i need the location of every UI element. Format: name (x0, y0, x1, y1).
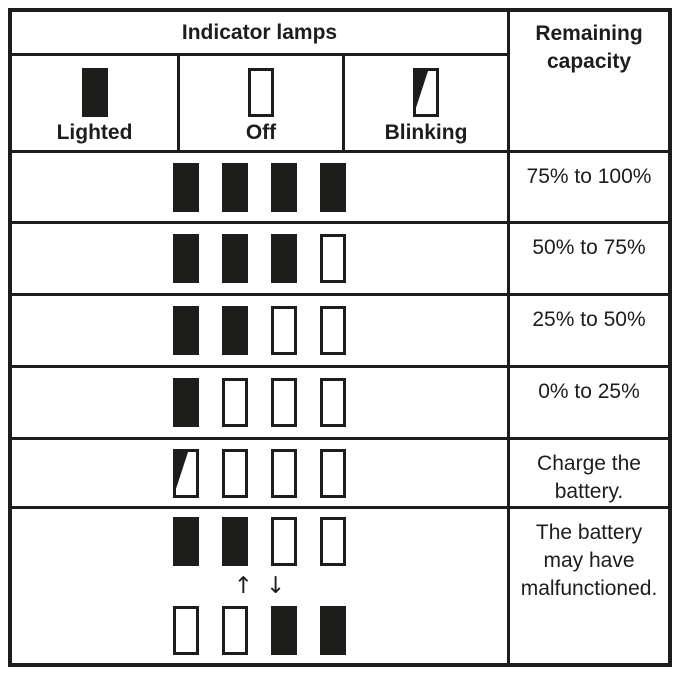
lamp-lighted-icon (271, 162, 297, 212)
lamp-blinking-icon (173, 448, 199, 498)
lamp-lighted-icon (173, 517, 199, 566)
lamp-off-icon (320, 517, 346, 566)
lamp-off-icon (320, 234, 346, 283)
indicator-lamps-cell: ↑↓ (12, 506, 507, 663)
lamp-line (173, 162, 346, 212)
lamp-off-icon (320, 378, 346, 427)
legend-cell-blinking: Blinking (342, 56, 507, 150)
legend-cell-lighted: Lighted (12, 56, 177, 150)
lamp-lighted-icon (271, 234, 297, 283)
lamp-off-icon (320, 306, 346, 355)
lamp-off-icon (222, 448, 248, 498)
lamp-line (173, 306, 346, 355)
indicator-lamps-cell (12, 437, 507, 506)
lamp-lighted-icon (222, 162, 248, 212)
indicator-lamps-cell (12, 293, 507, 365)
lamp-lighted-icon (222, 306, 248, 355)
remaining-capacity-cell: 25% to 50% (507, 293, 668, 365)
swap-arrows: ↑↓ (234, 572, 286, 600)
lamp-off-icon (173, 606, 199, 655)
legend-label: Blinking (384, 121, 468, 144)
remaining-capacity-header: Remaining capacity (507, 12, 668, 150)
battery-indicator-table: Indicator lamps Remaining capacity Light… (8, 8, 672, 667)
lamp-line (173, 448, 346, 498)
remaining-capacity-cell: 0% to 25% (507, 365, 668, 437)
lamp-lighted-icon (320, 162, 346, 212)
lamp-lighted-icon (81, 68, 108, 117)
indicator-lamps-title: Indicator lamps (181, 20, 338, 44)
lamp-off-icon (222, 606, 248, 655)
lamp-lighted-icon (271, 606, 297, 655)
lamp-off-icon (271, 306, 297, 355)
arrow-up-icon: ↑ (233, 573, 253, 599)
lamp-line (173, 234, 346, 283)
lamp-line (173, 378, 346, 427)
lamp-lighted-icon (173, 378, 199, 427)
lamp-line (173, 606, 346, 655)
remaining-capacity-cell: 50% to 75% (507, 221, 668, 293)
legend-label: Off (245, 121, 277, 144)
lamp-off-icon (271, 448, 297, 498)
remaining-capacity-cell: The battery may have malfunctioned. (507, 506, 668, 663)
indicator-lamps-header: Indicator lamps (12, 12, 507, 53)
lamp-off-icon (271, 517, 297, 566)
lamp-off-icon (222, 378, 248, 427)
legend-cell-off: Off (177, 56, 342, 150)
lamp-off-icon (271, 378, 297, 427)
indicator-lamps-cell (12, 365, 507, 437)
remaining-capacity-cell: 75% to 100% (507, 150, 668, 221)
lamp-lighted-icon (173, 306, 199, 355)
lamp-lighted-icon (222, 517, 248, 566)
lamp-line (173, 517, 346, 566)
legend-label: Lighted (56, 121, 133, 144)
indicator-lamps-cell (12, 150, 507, 221)
arrow-down-icon: ↓ (266, 573, 286, 599)
lamp-lighted-icon (222, 234, 248, 283)
remaining-capacity-title: Remaining capacity (535, 22, 643, 73)
indicator-lamps-cell (12, 221, 507, 293)
legend-row: Lighted Off Blinking (12, 53, 507, 150)
lamp-off-icon (248, 68, 274, 117)
lamp-off-icon (320, 448, 346, 498)
lamp-lighted-icon (173, 162, 199, 212)
lamp-blinking-icon (413, 68, 439, 117)
lamp-lighted-icon (173, 234, 199, 283)
remaining-capacity-cell: Charge the battery. (507, 437, 668, 506)
lamp-lighted-icon (320, 606, 346, 655)
